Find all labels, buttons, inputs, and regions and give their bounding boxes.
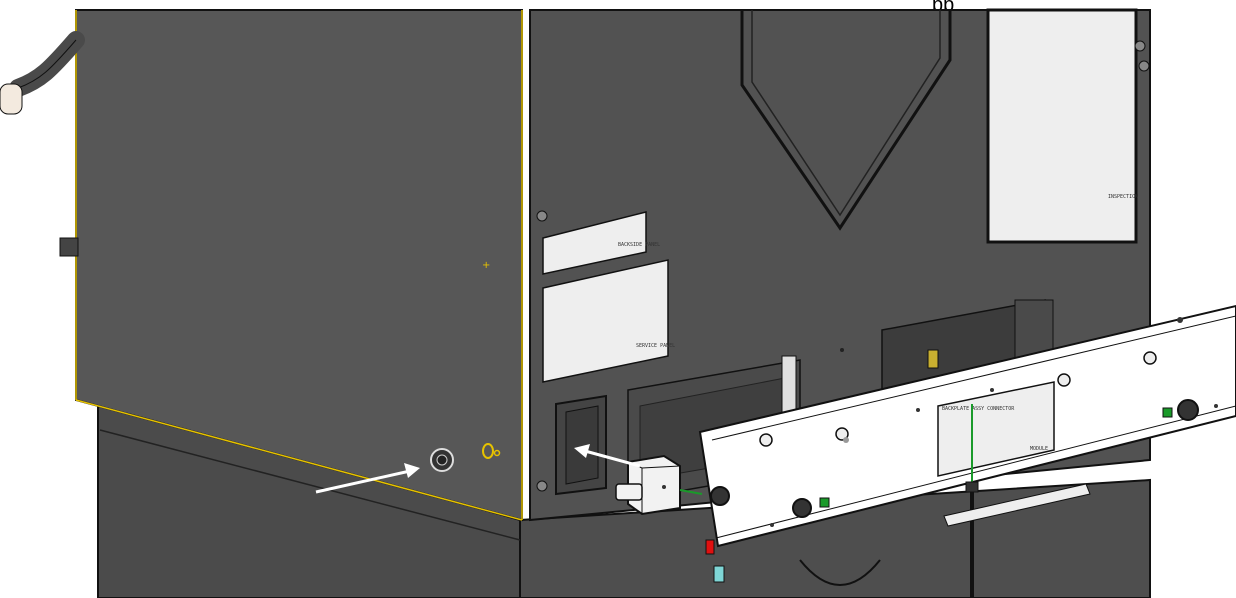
arrow-icon: [315, 463, 420, 494]
bolt-icon: [536, 210, 548, 222]
svg-text:+: +: [482, 260, 490, 271]
bolt-icon: [536, 480, 548, 492]
hose-fitting-icon: [0, 31, 85, 257]
plate-label-top: BACKPLATE ASSY CONNECTOR: [942, 406, 1015, 412]
plate-label-bottom: MODULE: [1030, 446, 1048, 452]
upper-cabinet-left-face: +: [75, 9, 523, 522]
cabinet-label-upper: BACKSIDE PANEL: [618, 242, 660, 248]
back-plate-assembly: BACKPLATE ASSY CONNECTOR MODULE: [698, 304, 1236, 598]
window-label: INSPECTION: [1108, 194, 1138, 200]
cabinet-label-lower: SERVICE PANEL: [636, 343, 675, 349]
sensor-bracket-icon: [615, 454, 703, 516]
sensor-fitting-icon: [430, 443, 501, 472]
arrow-icon: [574, 444, 641, 468]
